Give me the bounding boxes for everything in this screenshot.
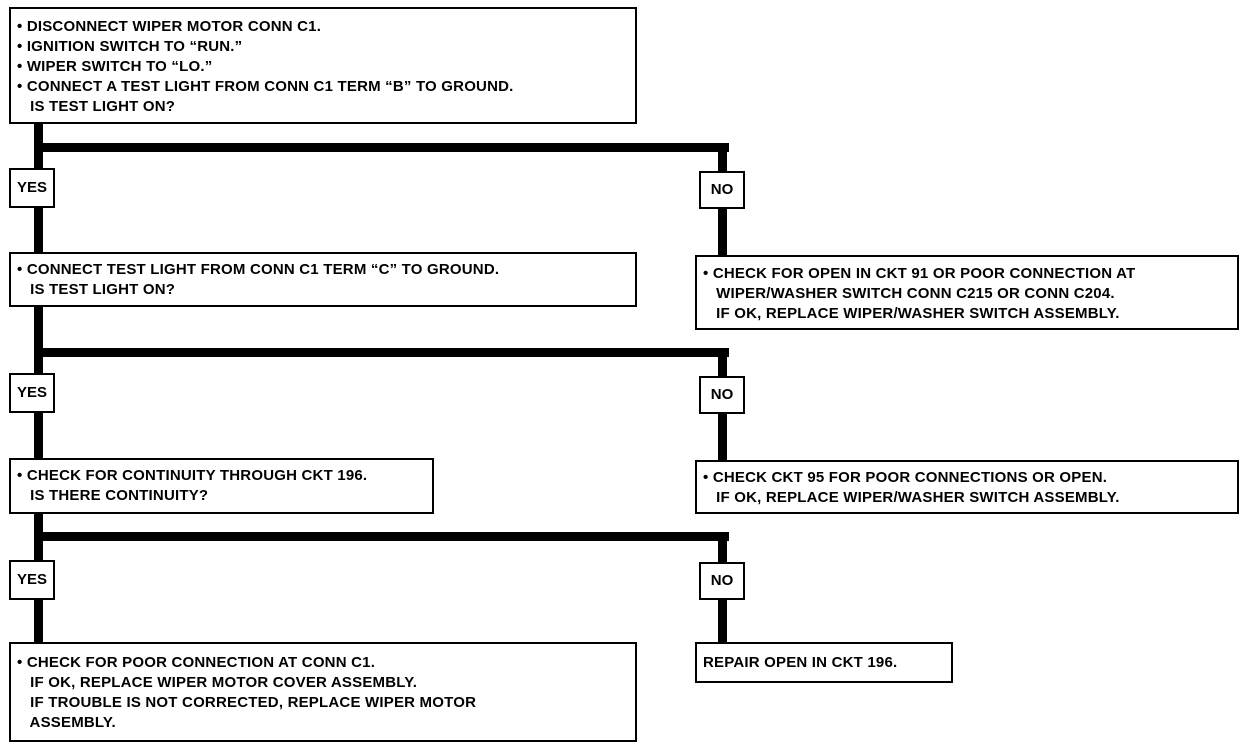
step-2-line: • CONNECT TEST LIGHT FROM CONN C1 TERM “… xyxy=(17,261,500,278)
step-4-line: ASSEMBLY. xyxy=(17,714,116,731)
connector-yes1-down xyxy=(34,207,43,254)
yes-label-2: YES xyxy=(9,373,55,413)
connector-s3-branch xyxy=(34,532,729,541)
no-label-3: NO xyxy=(699,562,745,600)
yes-label-3: YES xyxy=(9,560,55,600)
step-1-line: • WIPER SWITCH TO “LO.” xyxy=(17,58,213,75)
step-4-box: • CHECK FOR POOR CONNECTION AT CONN C1. … xyxy=(9,642,637,742)
step-1-box: • DISCONNECT WIPER MOTOR CONN C1. • IGNI… xyxy=(9,7,637,124)
step-3-line: IS THERE CONTINUITY? xyxy=(17,487,209,504)
step-3-line: • CHECK FOR CONTINUITY THROUGH CKT 196. xyxy=(17,467,368,484)
no-1-box: • CHECK FOR OPEN IN CKT 91 OR POOR CONNE… xyxy=(695,255,1239,330)
no-label-2: NO xyxy=(699,376,745,414)
no-2-line: IF OK, REPLACE WIPER/WASHER SWITCH ASSEM… xyxy=(703,489,1120,506)
step-2-line: IS TEST LIGHT ON? xyxy=(17,281,176,298)
no-3-box: REPAIR OPEN IN CKT 196. xyxy=(695,642,953,683)
connector-no3-down xyxy=(718,532,727,564)
no-2-box: • CHECK CKT 95 FOR POOR CONNECTIONS OR O… xyxy=(695,460,1239,514)
step-4-line: IF TROUBLE IS NOT CORRECTED, REPLACE WIP… xyxy=(17,694,477,711)
connector-no1-to-box xyxy=(718,207,727,257)
no-2-line: • CHECK CKT 95 FOR POOR CONNECTIONS OR O… xyxy=(703,469,1108,486)
connector-s1-branch xyxy=(34,143,729,152)
step-1-line: IS TEST LIGHT ON? xyxy=(17,98,176,115)
yes-label-1: YES xyxy=(9,168,55,208)
step-1-line: • DISCONNECT WIPER MOTOR CONN C1. xyxy=(17,18,322,35)
step-4-line: IF OK, REPLACE WIPER MOTOR COVER ASSEMBL… xyxy=(17,674,418,691)
connector-no1-down xyxy=(718,143,727,173)
connector-s2-down xyxy=(34,305,43,375)
no-1-line: WIPER/WASHER SWITCH CONN C215 OR CONN C2… xyxy=(703,285,1115,302)
connector-yes2-down xyxy=(34,412,43,460)
no-label-1: NO xyxy=(699,171,745,209)
step-4-line: • CHECK FOR POOR CONNECTION AT CONN C1. xyxy=(17,654,376,671)
connector-no2-down xyxy=(718,348,727,378)
connector-no3-to-box xyxy=(718,598,727,644)
step-3-box: • CHECK FOR CONTINUITY THROUGH CKT 196. … xyxy=(9,458,434,514)
no-1-line: • CHECK FOR OPEN IN CKT 91 OR POOR CONNE… xyxy=(703,265,1136,282)
step-1-line: • IGNITION SWITCH TO “RUN.” xyxy=(17,38,243,55)
connector-yes3-down xyxy=(34,598,43,644)
no-3-line: REPAIR OPEN IN CKT 196. xyxy=(703,654,898,671)
connector-no2-to-box xyxy=(718,412,727,462)
step-2-box: • CONNECT TEST LIGHT FROM CONN C1 TERM “… xyxy=(9,252,637,307)
connector-s2-branch xyxy=(34,348,729,357)
no-1-line: IF OK, REPLACE WIPER/WASHER SWITCH ASSEM… xyxy=(703,305,1120,322)
step-1-line: • CONNECT A TEST LIGHT FROM CONN C1 TERM… xyxy=(17,78,514,95)
